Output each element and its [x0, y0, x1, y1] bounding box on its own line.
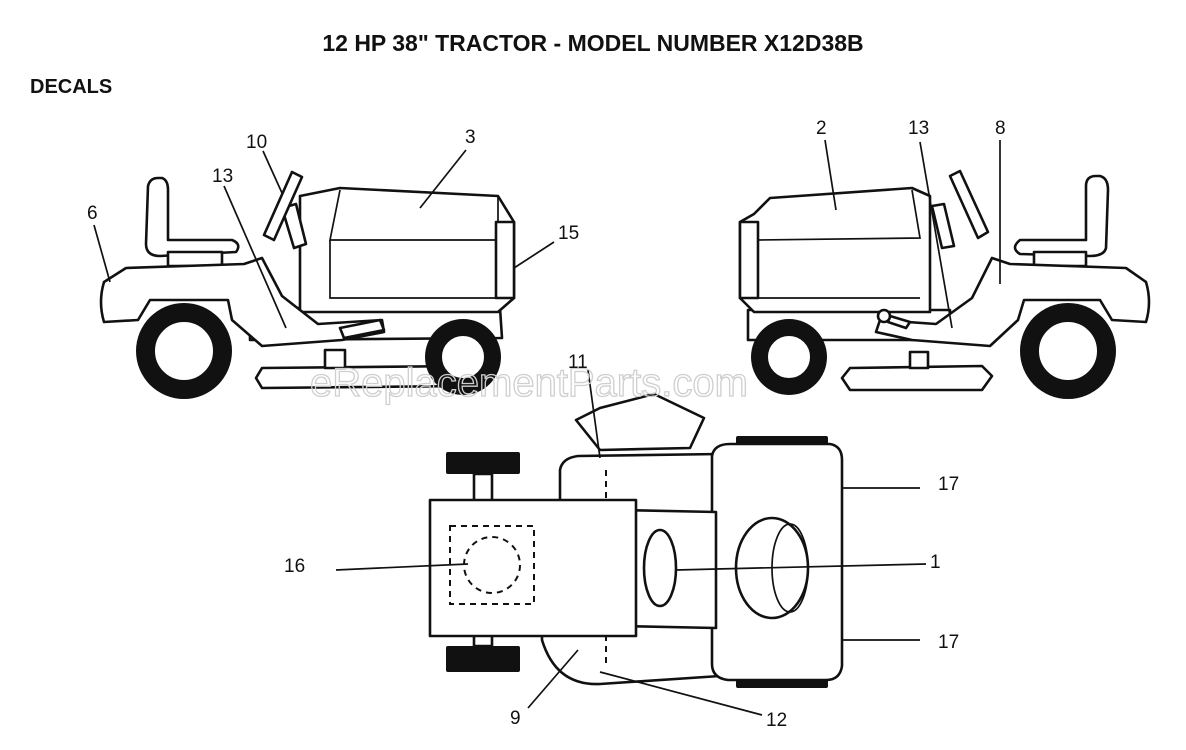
- top-view-tractor: [428, 392, 844, 688]
- section-heading: DECALS: [30, 76, 113, 98]
- callout-13-right: 13: [908, 118, 929, 139]
- callout-16: 16: [284, 556, 305, 577]
- callout-15: 15: [558, 223, 579, 244]
- callout-17-upper: 17: [938, 474, 959, 495]
- callout-17-lower: 17: [938, 632, 959, 653]
- callout-13-left: 13: [212, 166, 233, 187]
- watermark: eReplacementParts.com: [310, 361, 748, 405]
- callout-11: 11: [568, 352, 588, 373]
- callout-8: 8: [995, 118, 1006, 139]
- left-side-view-tractor: [99, 170, 516, 399]
- callout-3: 3: [465, 127, 476, 148]
- callout-1: 1: [930, 552, 941, 573]
- callout-2: 2: [816, 118, 827, 139]
- callout-6: 6: [87, 203, 98, 224]
- callout-10: 10: [246, 132, 267, 153]
- leader-lines: [93, 139, 1001, 716]
- callout-9: 9: [510, 708, 521, 729]
- right-side-view-tractor: [738, 169, 1151, 399]
- page-title: 12 HP 38" TRACTOR - MODEL NUMBER X12D38B: [322, 30, 864, 56]
- callout-12: 12: [766, 710, 787, 731]
